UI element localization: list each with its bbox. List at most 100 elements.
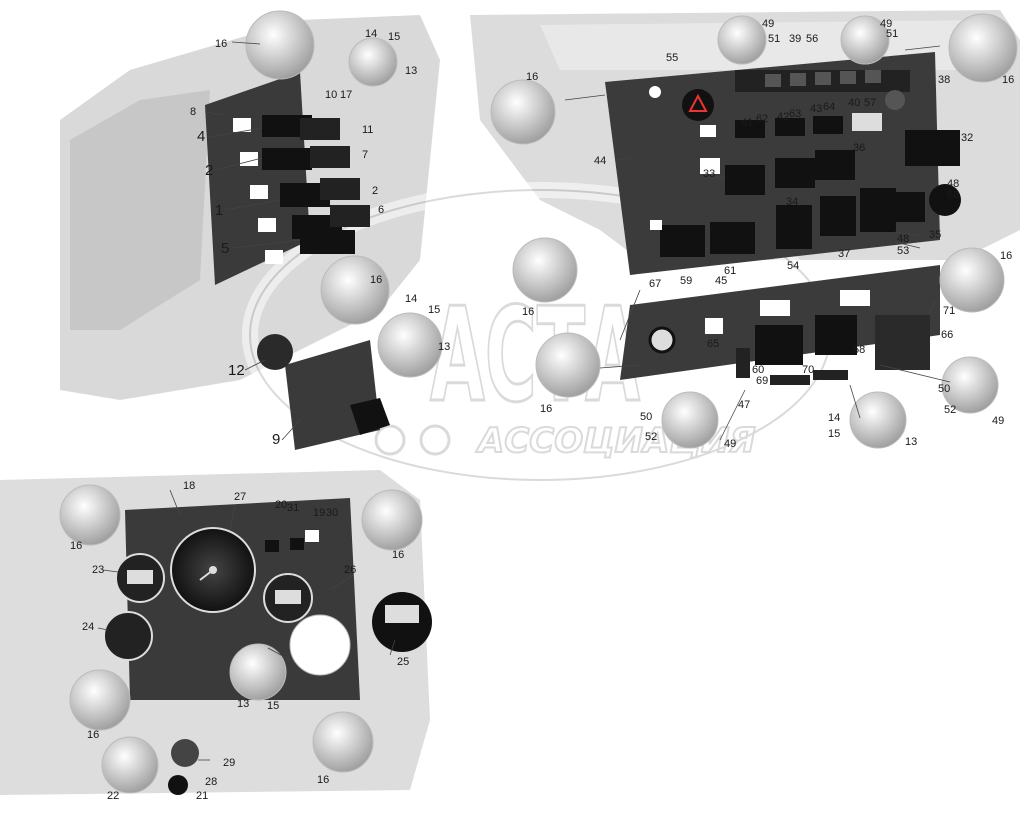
watermark: АСТА АССОЦИАЦИЯ xyxy=(242,182,838,488)
label-48b: 48 xyxy=(897,233,909,245)
label-59: 59 xyxy=(680,275,692,287)
label-12: 12 xyxy=(228,362,245,379)
label-37: 37 xyxy=(838,248,850,260)
label-45: 45 xyxy=(715,275,727,287)
label-54: 54 xyxy=(787,260,799,272)
part-labels: 16 14 15 13 8 10 17 4 11 7 2 2 1 6 5 16 … xyxy=(70,18,1014,802)
label-41: 41 xyxy=(741,117,753,129)
label-49c: 49 xyxy=(992,415,1004,427)
label-55: 55 xyxy=(666,52,678,64)
label-44: 44 xyxy=(594,155,606,167)
label-18: 18 xyxy=(183,480,195,492)
instrument-cluster xyxy=(103,498,432,795)
rocker-switch xyxy=(262,115,370,254)
left-switch-panel xyxy=(205,72,370,285)
main-switch-panel xyxy=(605,52,961,275)
label-13d: 13 xyxy=(237,698,249,710)
label-16j: 16 xyxy=(87,729,99,741)
label-9: 9 xyxy=(272,431,280,448)
label-24: 24 xyxy=(82,621,94,633)
label-49b: 49 xyxy=(880,18,892,30)
label-49d: 49 xyxy=(724,438,736,450)
label-10: 10 xyxy=(325,89,337,101)
label-62: 62 xyxy=(756,113,768,125)
label-2a: 2 xyxy=(205,162,213,179)
label-68: 68 xyxy=(947,189,959,201)
label-31: 31 xyxy=(287,502,299,514)
key-switch xyxy=(171,739,199,767)
label-50a: 50 xyxy=(938,383,950,395)
label-40: 40 xyxy=(848,97,860,109)
label-16k: 16 xyxy=(317,774,329,786)
label-67: 67 xyxy=(649,278,661,290)
label-16b: 16 xyxy=(370,274,382,286)
label-22: 22 xyxy=(107,790,119,802)
label-56a: 56 xyxy=(806,33,818,45)
label-26: 26 xyxy=(344,564,356,576)
label-15d: 15 xyxy=(267,700,279,712)
label-14: 14 xyxy=(365,28,377,40)
label-51a: 51 xyxy=(768,33,780,45)
label-66: 66 xyxy=(941,329,953,341)
label-2b: 2 xyxy=(372,185,378,197)
label-42: 42 xyxy=(777,111,789,123)
fastener-callouts xyxy=(59,10,1018,794)
label-8: 8 xyxy=(190,106,196,118)
label-16c: 16 xyxy=(1002,74,1014,86)
label-33: 33 xyxy=(703,168,715,180)
label-50b: 50 xyxy=(640,411,652,423)
label-15: 15 xyxy=(388,31,400,43)
label-5: 5 xyxy=(221,240,229,257)
label-20: 20 xyxy=(275,499,287,511)
label-58: 58 xyxy=(853,344,865,356)
hazard-button xyxy=(682,89,714,121)
label-19: 19 xyxy=(313,507,325,519)
watermark-ball-icon-2 xyxy=(419,424,451,456)
label-13: 13 xyxy=(405,65,417,77)
leader-lines xyxy=(97,41,951,761)
label-57: 57 xyxy=(864,97,876,109)
label-64: 64 xyxy=(823,101,835,113)
label-69: 69 xyxy=(756,375,768,387)
label-25: 25 xyxy=(397,656,409,668)
label-47: 47 xyxy=(738,399,750,411)
label-48a: 48 xyxy=(947,178,959,190)
label-13c: 13 xyxy=(905,436,917,448)
label-17: 17 xyxy=(340,89,352,101)
watermark-ball-icon xyxy=(374,424,406,456)
label-16g: 16 xyxy=(540,403,552,415)
label-39: 39 xyxy=(789,33,801,45)
label-30: 30 xyxy=(326,507,338,519)
label-63: 63 xyxy=(789,108,801,120)
label-1: 1 xyxy=(215,202,223,219)
watermark-logo: АСТА xyxy=(430,279,640,431)
label-51b: 51 xyxy=(886,28,898,40)
label-36: 36 xyxy=(853,142,865,154)
label-4: 4 xyxy=(197,128,205,145)
label-38: 38 xyxy=(938,74,950,86)
label-15c: 15 xyxy=(828,428,840,440)
label-29: 29 xyxy=(223,757,235,769)
label-60: 60 xyxy=(752,364,764,376)
label-27: 27 xyxy=(234,491,246,503)
label-16i: 16 xyxy=(392,549,404,561)
label-32: 32 xyxy=(961,132,973,144)
ignition-cover xyxy=(257,334,390,450)
label-28: 28 xyxy=(205,776,217,788)
label-7: 7 xyxy=(362,149,368,161)
indicator-strip xyxy=(735,70,910,92)
label-6: 6 xyxy=(378,204,384,216)
label-16d: 16 xyxy=(526,71,538,83)
label-16e: 16 xyxy=(1000,250,1012,262)
label-52a: 52 xyxy=(944,404,956,416)
label-53: 53 xyxy=(897,245,909,257)
label-71: 71 xyxy=(943,305,955,317)
label-16f: 16 xyxy=(522,306,534,318)
label-13b: 13 xyxy=(438,341,450,353)
label-11: 11 xyxy=(362,124,373,136)
lower-strip-panel xyxy=(620,265,940,385)
label-34: 34 xyxy=(786,196,798,208)
label-21: 21 xyxy=(196,790,208,802)
